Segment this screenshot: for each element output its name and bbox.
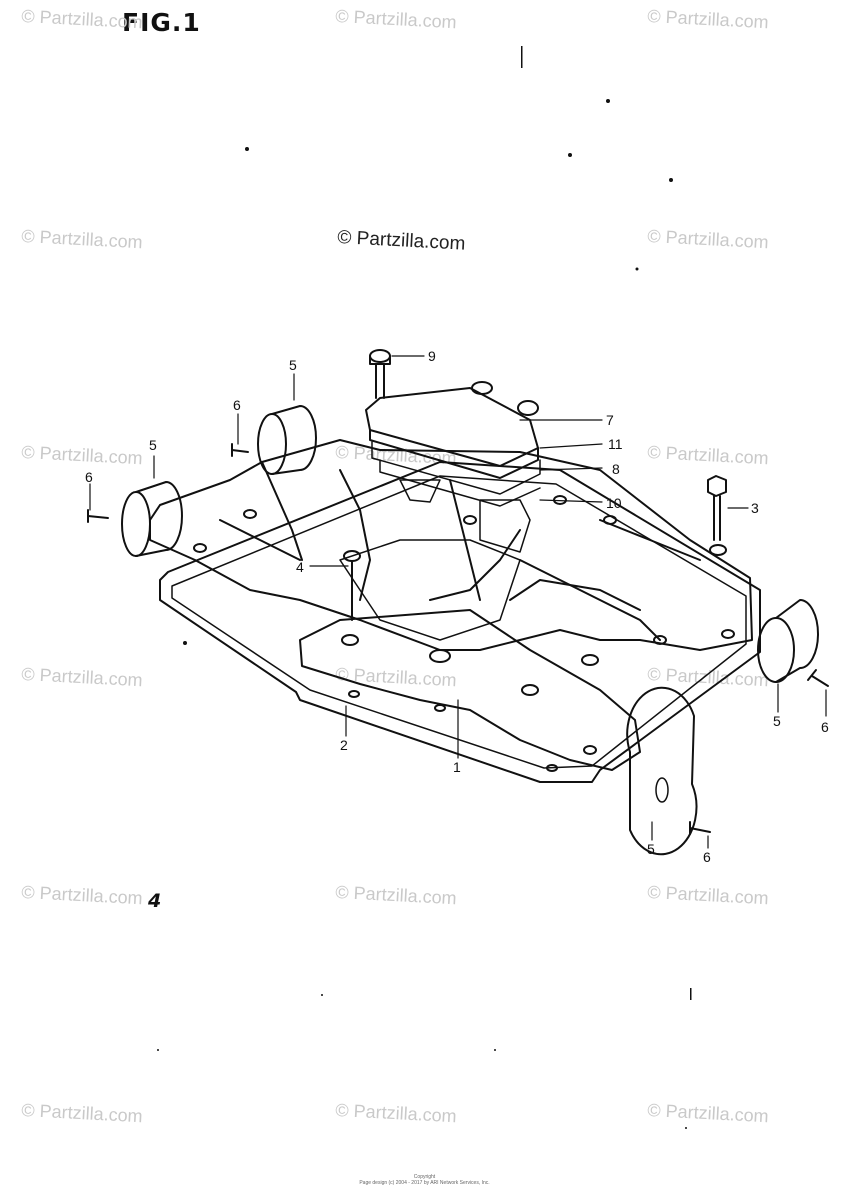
screw-front <box>689 821 711 835</box>
gasket-outline <box>159 461 761 783</box>
screw-upper-left <box>231 443 249 457</box>
callout-3: 3 <box>751 500 759 516</box>
leader-lines <box>89 355 827 849</box>
callout-11: 11 <box>608 436 623 452</box>
callout-6: 6 <box>703 849 711 865</box>
callout-4: 4 <box>296 559 304 575</box>
breather-cover-assembly <box>365 381 541 553</box>
callout-5: 5 <box>647 841 655 857</box>
callout-6: 6 <box>233 397 241 413</box>
screw-right <box>807 669 829 687</box>
callout-10: 10 <box>606 495 622 511</box>
callout-6: 6 <box>85 469 93 485</box>
callout-6: 6 <box>821 719 829 735</box>
cap-front <box>626 686 698 856</box>
bolt-part-3 <box>707 475 727 541</box>
figure-title: FIG.1 <box>122 8 201 37</box>
screw-left <box>87 509 109 523</box>
footer: Copyright Page design (c) 2004 - 2017 by… <box>0 1174 849 1186</box>
head-cover-body <box>149 439 753 772</box>
footer-line-1: Copyright <box>413 1174 436 1180</box>
callout-5: 5 <box>289 357 297 373</box>
cap-upper-left <box>257 405 317 475</box>
cap-left <box>121 481 183 557</box>
callout-8: 8 <box>612 461 620 477</box>
callout-7: 7 <box>606 412 614 428</box>
callout-5: 5 <box>149 437 157 453</box>
footer-line-2: Page design (c) 2004 - 2017 by ARI Netwo… <box>359 1180 490 1186</box>
cap-right <box>757 599 819 683</box>
corner-mark: 4 <box>148 890 162 912</box>
callout-5: 5 <box>773 713 781 729</box>
callout-2: 2 <box>340 737 348 753</box>
scan-specks <box>157 46 692 1129</box>
bolt-part-9 <box>369 349 391 399</box>
callout-1: 1 <box>453 759 461 775</box>
callout-9: 9 <box>428 348 436 364</box>
